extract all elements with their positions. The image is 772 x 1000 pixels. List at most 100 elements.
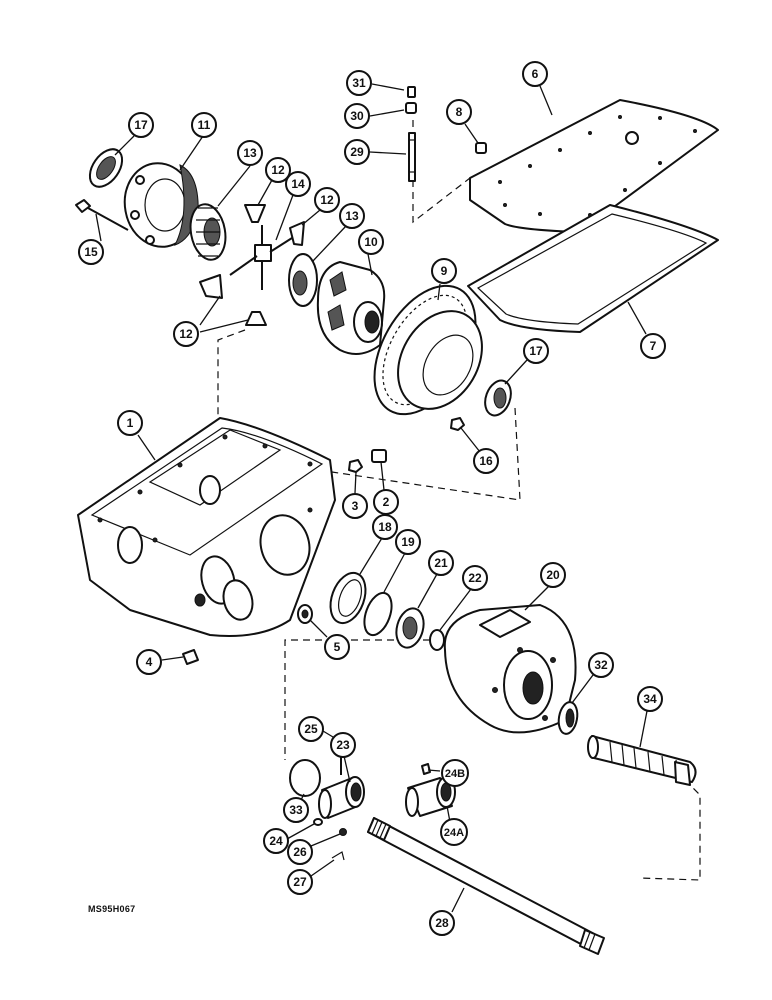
part-7-gasket: [467, 204, 719, 333]
callout: 1: [117, 410, 143, 436]
part-33-snap-ring: [289, 759, 321, 797]
part-19-snap-ring: [363, 591, 393, 637]
callout: 24: [263, 828, 289, 854]
callout-label: 11: [198, 118, 211, 132]
callout: 29: [344, 139, 370, 165]
callout-label: 12: [271, 163, 285, 177]
part-6-cover-plate: [469, 99, 719, 233]
callout-label: 8: [456, 105, 463, 119]
drawing-code-label: MS95H067: [88, 904, 136, 914]
part-29-stud: [405, 86, 417, 182]
callout: 3: [342, 493, 368, 519]
part-17-bearing-right: [484, 379, 512, 417]
part-2-plug: [371, 449, 387, 463]
callout: 13: [339, 203, 365, 229]
part-17-bearing-left: [88, 148, 124, 188]
callout-label: 7: [650, 339, 657, 353]
callout-label: 31: [352, 76, 366, 90]
callout: 25: [298, 716, 324, 742]
callout-label: 25: [304, 722, 318, 736]
assembly-guide-lines: [217, 120, 701, 881]
part-18-seal: [329, 571, 367, 625]
callout: 33: [283, 797, 309, 823]
part-24B-pin: [421, 763, 431, 775]
callout-label: 9: [441, 264, 448, 278]
part-28-drive-shaft: [367, 817, 605, 955]
callout: 2: [373, 489, 399, 515]
part-15-bolt: [75, 199, 129, 231]
part-12-pinion-right: [289, 221, 305, 246]
callout-label: 19: [401, 535, 415, 549]
part-12-pinion-top: [244, 204, 266, 223]
callout: 30: [344, 103, 370, 129]
callout: 12: [265, 157, 291, 183]
callout-label: 1: [127, 416, 134, 430]
callout-label: 22: [468, 571, 482, 585]
callout-label: 4: [146, 655, 153, 669]
callout-label: 34: [643, 692, 657, 706]
callout: 22: [462, 565, 488, 591]
callout-label: 16: [479, 454, 493, 468]
part-14-spider-cross: [229, 225, 293, 290]
part-34-pto-shaft: [587, 735, 697, 786]
callout-label: 26: [293, 845, 307, 859]
callout: 14: [285, 171, 311, 197]
callout-label: 29: [350, 145, 364, 159]
callout: 21: [428, 550, 454, 576]
callout-label: 6: [532, 67, 539, 81]
callout: 28: [429, 910, 455, 936]
part-8-bolt: [475, 142, 487, 154]
callout: 9: [431, 258, 457, 284]
part-24A-coupler: [405, 776, 456, 817]
callout-label: 28: [435, 916, 449, 930]
callout-label: 13: [345, 209, 359, 223]
part-24-pin: [313, 818, 323, 826]
callout: 34: [637, 686, 663, 712]
callout: 4: [136, 649, 162, 675]
callout: 6: [522, 61, 548, 87]
part-23-coupler: [318, 776, 365, 819]
callout: 18: [372, 514, 398, 540]
callout-label: 33: [289, 803, 303, 817]
part-5-plug: [297, 604, 313, 624]
part-16-nut: [450, 417, 465, 431]
callout-label: 17: [529, 344, 543, 358]
callout: 24B: [441, 759, 469, 787]
callout-label: 15: [84, 245, 98, 259]
callout-label: 14: [291, 177, 305, 191]
callout-label: 10: [364, 235, 378, 249]
part-32-seal: [557, 701, 579, 735]
callout: 32: [588, 652, 614, 678]
part-21-bearing: [395, 607, 425, 649]
callout-label: 18: [378, 520, 392, 534]
part-10-differential-case: [316, 261, 386, 355]
part-11-differential-case: [123, 162, 199, 248]
callout-label: 30: [350, 109, 364, 123]
part-26-ball: [339, 828, 347, 836]
callout: 11: [191, 112, 217, 138]
callout: 17: [128, 112, 154, 138]
part-27-clip: [331, 851, 345, 861]
callout: 12: [314, 187, 340, 213]
callout-label: 13: [243, 146, 257, 160]
callout-label: 27: [293, 875, 307, 889]
part-1-transmission-housing: [77, 417, 336, 637]
part-20-pto-housing: [443, 604, 577, 734]
callout-label: 5: [334, 640, 341, 654]
callout: 10: [358, 229, 384, 255]
callout: 19: [395, 529, 421, 555]
callout-label: 24A: [444, 827, 464, 839]
callout: 5: [324, 634, 350, 660]
callout: 27: [287, 869, 313, 895]
callout-label: 32: [594, 658, 608, 672]
callout: 16: [473, 448, 499, 474]
callout-label: 3: [352, 499, 359, 513]
part-22-snap-ring: [429, 629, 445, 651]
callout-label: 2: [383, 495, 390, 509]
callout-label: 21: [434, 556, 448, 570]
callout: 26: [287, 839, 313, 865]
callout: 13: [237, 140, 263, 166]
part-13-side-gear-left: [189, 203, 227, 261]
part-3-nut: [348, 459, 363, 473]
